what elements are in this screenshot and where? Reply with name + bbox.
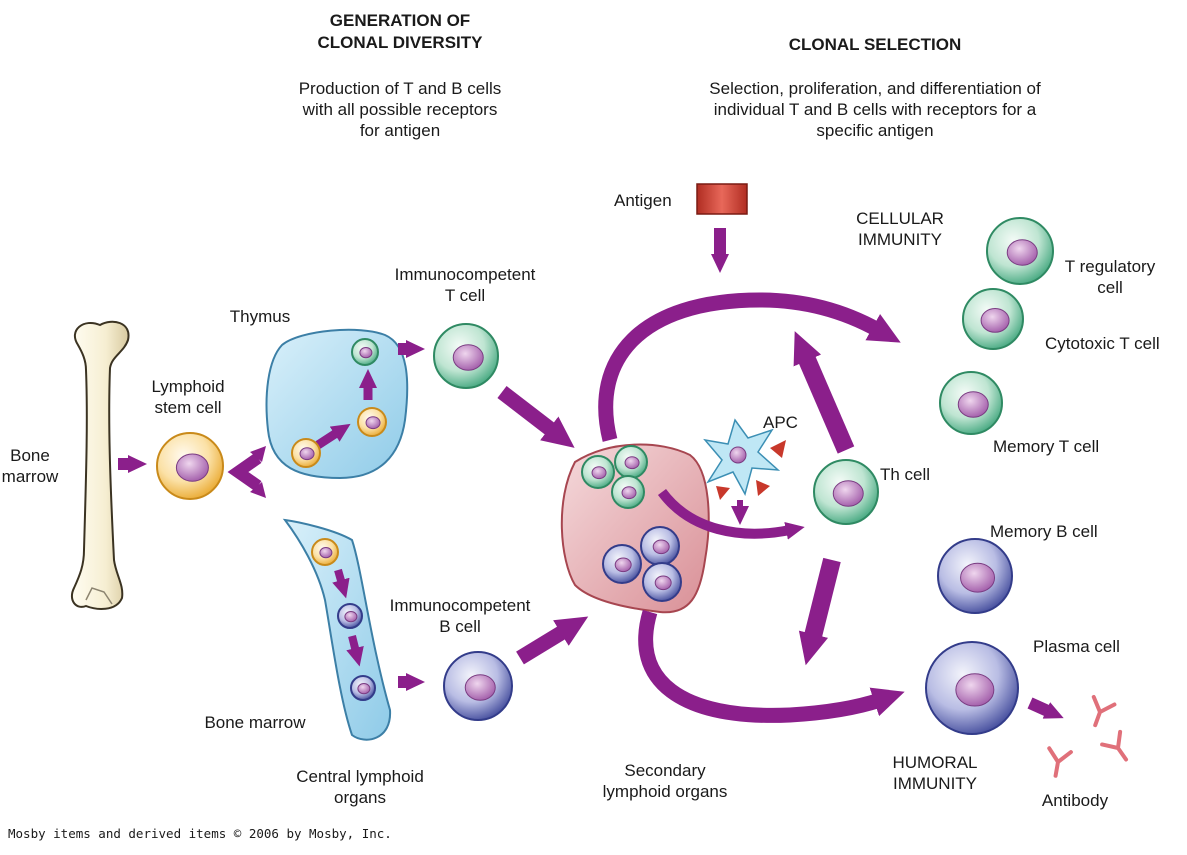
cell-nucleus <box>654 575 672 591</box>
apc-antigen-fragment <box>716 486 730 500</box>
cell-nucleus <box>624 456 640 470</box>
label-antigen: Antigen <box>614 191 672 210</box>
label-th-cell: Th cell <box>880 465 931 484</box>
arrow-humoral-curve <box>638 609 905 723</box>
header-selection: CLONAL SELECTION <box>788 35 962 54</box>
cell-nucleus <box>980 308 1010 333</box>
immunocompetent-b-cell <box>443 651 513 721</box>
cell-nucleus <box>175 453 209 482</box>
generation-description: Production of T and B cells with all pos… <box>298 79 502 140</box>
cell-nucleus <box>621 486 637 500</box>
stem-cell <box>156 432 224 500</box>
organ-t-cell <box>581 455 615 489</box>
copyright-notice: Mosby items and derived items © 2006 by … <box>8 826 392 841</box>
header-generation: GENERATION OF CLONAL DIVERSITY <box>317 11 483 52</box>
apc-cell <box>703 418 786 500</box>
bracket-arrow-split <box>227 453 262 491</box>
organ-t-cell <box>614 445 648 479</box>
arrow-cellular-curve <box>598 292 901 442</box>
thymus-cell <box>351 338 379 366</box>
cell-nucleus <box>960 562 996 593</box>
marrow-cell <box>311 538 339 566</box>
label-cytotoxic-t: Cytotoxic T cell <box>1045 334 1160 353</box>
plasma-cell <box>925 641 1019 735</box>
bracket-arrow-head-down <box>250 482 266 498</box>
cell-nucleus <box>344 611 358 623</box>
label-plasma-cell: Plasma cell <box>1033 637 1120 656</box>
cell-nucleus <box>357 683 371 695</box>
marrow-cell <box>337 603 363 629</box>
cell-nucleus <box>832 480 864 507</box>
th-cell <box>813 459 879 525</box>
thymus-cell <box>357 407 387 437</box>
antibody-icon <box>1100 729 1129 762</box>
cell-nucleus <box>359 347 373 359</box>
memory-b-cell <box>937 538 1013 614</box>
cell-nucleus <box>319 547 333 559</box>
label-memory-b: Memory B cell <box>990 522 1098 541</box>
t-regulatory-cell <box>986 217 1054 285</box>
cell-nucleus <box>652 539 670 555</box>
organ-t-cell <box>611 475 645 509</box>
antibody-icon <box>1047 746 1073 778</box>
organ-b-cell <box>642 562 682 602</box>
straight-arrows <box>118 228 1064 719</box>
cell-nucleus <box>1006 239 1038 266</box>
antigen-block <box>696 183 748 215</box>
apc-antigen-fragment <box>756 480 770 496</box>
cell-nucleus <box>365 416 381 430</box>
selection-description: Selection, proliferation, and differenti… <box>709 79 1041 140</box>
thymus-cell <box>291 438 321 468</box>
cell-nucleus <box>591 466 607 480</box>
cell-nucleus <box>957 391 989 418</box>
cytotoxic-t-cell <box>962 288 1024 350</box>
bracket-arrow-head-up <box>250 446 266 462</box>
organ-b-cell <box>640 526 680 566</box>
label-thymus: Thymus <box>229 307 291 326</box>
antibody-icon <box>1091 694 1117 728</box>
cell-nucleus <box>955 673 995 707</box>
cell-nucleus <box>464 674 496 701</box>
label-memory-t: Memory T cell <box>993 437 1100 456</box>
cell-nucleus <box>452 344 484 371</box>
thymus-organ <box>265 328 409 480</box>
immunocompetent-t-cell <box>433 323 499 389</box>
marrow-cell <box>350 675 376 701</box>
label-apc: APC <box>763 413 798 432</box>
cell-nucleus <box>299 447 315 461</box>
label-antibody: Antibody <box>1041 791 1109 810</box>
label-bone-marrow-bottom: Bone marrow <box>204 713 306 732</box>
cell-nucleus <box>614 557 632 573</box>
apc-antigen-fragment <box>770 440 786 458</box>
bone-illustration <box>70 320 130 610</box>
arrow-organ-to-th <box>657 488 805 540</box>
organ-b-cell <box>602 544 642 584</box>
memory-t-cell <box>939 371 1003 435</box>
